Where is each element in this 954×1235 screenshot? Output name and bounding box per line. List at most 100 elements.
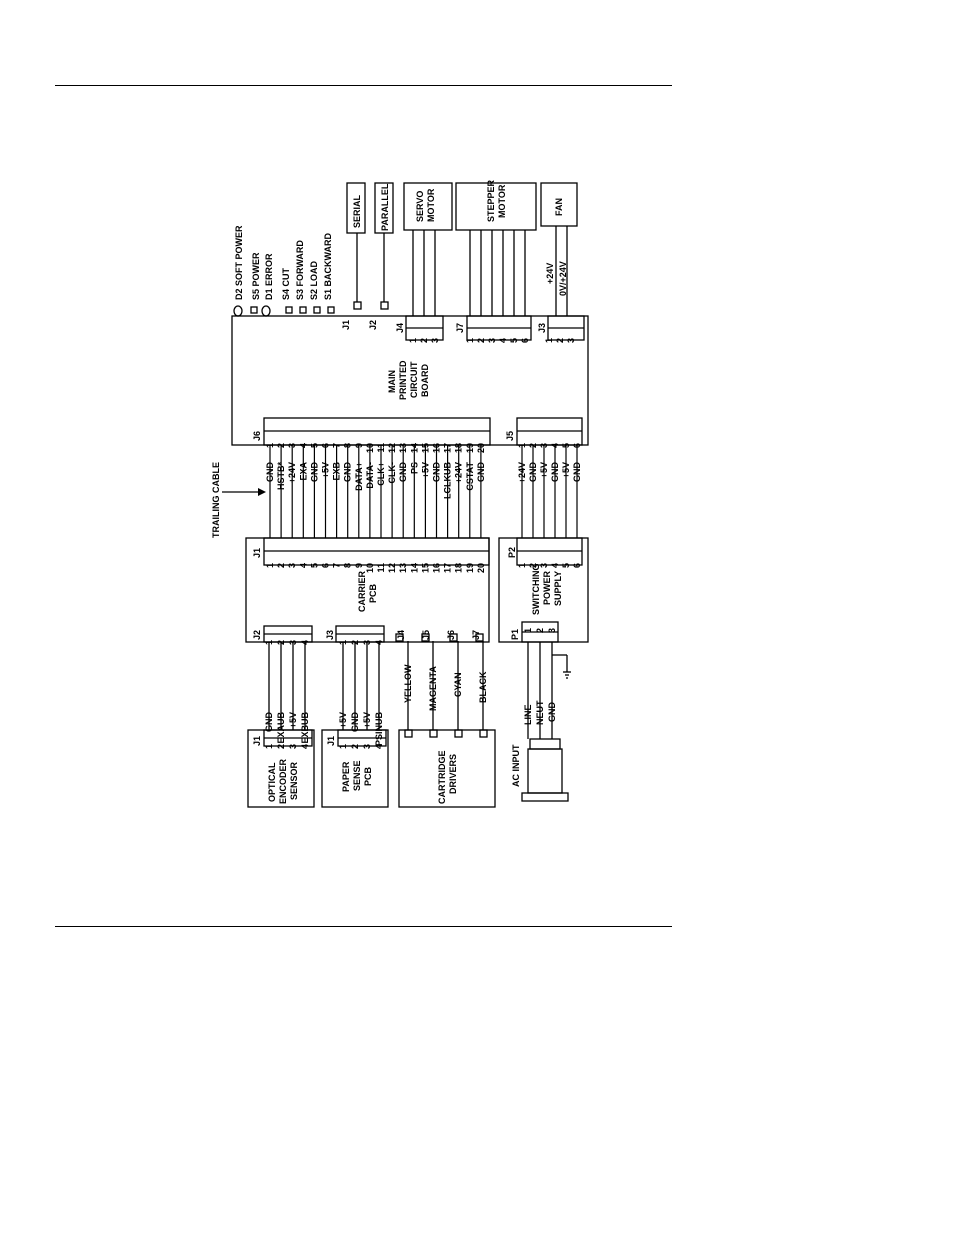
psu-p1-label: P1 bbox=[510, 629, 520, 640]
carrier-j1-pin-18: 18 bbox=[454, 563, 464, 573]
j6-signal-5: GND bbox=[309, 462, 319, 483]
fan-pin-0v: 0V/+24V bbox=[558, 261, 568, 296]
j6-signal-11: CLK+ bbox=[376, 462, 386, 486]
main-j6-pin-12: 12 bbox=[387, 443, 397, 453]
optical-signal-3: +5V bbox=[288, 712, 298, 728]
carrier-j1-pin-14: 14 bbox=[409, 563, 419, 573]
main-j4-pin-3: 3 bbox=[430, 338, 440, 343]
carrier-label-1: CARRIER bbox=[357, 570, 367, 612]
cartridge-magenta: MAGENTA bbox=[428, 666, 438, 711]
serial-label: SERIAL bbox=[352, 194, 362, 228]
carrier-j2-pin-2: 2 bbox=[276, 640, 286, 645]
main-j3-pin-3: 3 bbox=[566, 338, 576, 343]
indicator-s4: S4 CUT bbox=[281, 267, 291, 300]
carrier-j1-pin-3: 3 bbox=[287, 563, 297, 568]
paper-signal-4: PSINUB bbox=[374, 712, 384, 747]
main-j6-pin-8: 8 bbox=[343, 443, 353, 448]
optical-signal-1: GND bbox=[264, 712, 274, 733]
paper-j1-pin-4: 4 bbox=[374, 744, 384, 749]
carrier-j1-pin-2: 2 bbox=[276, 563, 286, 568]
stepper-label-1: STEPPER bbox=[486, 179, 496, 222]
cartridge-label-2: DRIVERS bbox=[448, 754, 458, 794]
optical-j1-pin-4: 4 bbox=[300, 744, 310, 749]
j5-signal-4: GND bbox=[550, 462, 560, 483]
indicator-s5: S5 POWER bbox=[251, 252, 261, 300]
carrier-j1-pin-15: 15 bbox=[420, 563, 430, 573]
j6-signal-2: HSTB* bbox=[276, 462, 286, 490]
main-j7-label: J7 bbox=[455, 323, 465, 333]
main-j3-pin-2: 2 bbox=[555, 338, 565, 343]
j6-wires bbox=[269, 445, 482, 538]
paper-signal-1: +5V bbox=[338, 712, 348, 728]
diagram-lines bbox=[222, 182, 589, 808]
indicator-s2: S2 LOAD bbox=[309, 260, 319, 300]
stepper-label-2: MOTOR bbox=[497, 184, 507, 218]
psu-label-3: SUPPLY bbox=[553, 571, 563, 606]
j5-signal-5: +5V bbox=[561, 462, 571, 478]
parallel-box bbox=[374, 182, 394, 234]
main-j5-pin-6: 6 bbox=[572, 443, 582, 448]
servo-motor-box bbox=[403, 182, 453, 231]
carrier-j3-pin-1: 1 bbox=[338, 640, 348, 645]
carrier-j2-pin-1: 1 bbox=[264, 640, 274, 645]
carrier-j1-pin-8: 8 bbox=[343, 563, 353, 568]
carrier-j5-label: J5 bbox=[421, 630, 431, 640]
main-j6-pin-10: 10 bbox=[365, 443, 375, 453]
main-j6-pin-5: 5 bbox=[309, 443, 319, 448]
psu-p2-pin-6: 6 bbox=[572, 563, 582, 568]
main-j6-pin-16: 16 bbox=[432, 443, 442, 453]
servo-label-1: SERVO bbox=[415, 191, 425, 222]
paper-label-2: SENSE bbox=[352, 760, 362, 791]
paper-j1-pin-3: 3 bbox=[362, 744, 372, 749]
psu-p2-pin-3: 3 bbox=[539, 563, 549, 568]
psu-label-1: SWITCHING bbox=[531, 564, 541, 616]
ac-input-connector bbox=[529, 738, 561, 750]
j5-wires bbox=[521, 445, 578, 538]
indicator-s1: S1 BACKWARD bbox=[323, 232, 333, 300]
psu-p2-label: P2 bbox=[507, 547, 517, 558]
main-j6-pin-1: 1 bbox=[265, 443, 275, 448]
j6-signal-12: CLK- bbox=[387, 462, 397, 484]
j6-signal-4: EXA bbox=[298, 462, 308, 481]
j6-signal-20: GND bbox=[476, 462, 486, 483]
main-j1-label: J1 bbox=[341, 320, 351, 330]
carrier-j1-pin-16: 16 bbox=[432, 563, 442, 573]
main-board-label-3: CIRCUIT bbox=[409, 361, 419, 398]
carrier-j1-pin-13: 13 bbox=[398, 563, 408, 573]
main-j6-label: J6 bbox=[252, 431, 262, 441]
carrier-j1-pin-1: 1 bbox=[265, 563, 275, 568]
fan-pin-24v: +24V bbox=[545, 263, 555, 284]
main-j5-pin-3: 3 bbox=[539, 443, 549, 448]
main-j6-pin-3: 3 bbox=[287, 443, 297, 448]
main-board-label-2: PRINTED bbox=[398, 360, 408, 400]
cartridge-yellow: YELLOW bbox=[403, 664, 413, 703]
main-j6-pin-18: 18 bbox=[454, 443, 464, 453]
main-j6-pin-19: 19 bbox=[465, 443, 475, 453]
j6-signal-9: DATA+ bbox=[354, 462, 364, 491]
carrier-j2-pin-4: 4 bbox=[300, 640, 310, 645]
optical-label-3: SENSOR bbox=[289, 761, 299, 800]
cartridge-cyan: CYAN bbox=[453, 672, 463, 697]
cartridge-label-1: CARTRIDGE bbox=[437, 751, 447, 805]
j5-signal-2: GND bbox=[528, 462, 538, 483]
main-j3-pin-1: 1 bbox=[544, 338, 554, 343]
paper-j1-pin-1: 1 bbox=[338, 744, 348, 749]
optical-j1-pin-1: 1 bbox=[264, 744, 274, 749]
j6-signal-13: GND bbox=[398, 462, 408, 483]
psu-p2-pin-5: 5 bbox=[561, 563, 571, 568]
carrier-j3-pin-2: 2 bbox=[350, 640, 360, 645]
paper-signal-2: GND bbox=[350, 712, 360, 733]
main-j6-pin-13: 13 bbox=[398, 443, 408, 453]
j5-signal-6: GND bbox=[572, 462, 582, 483]
main-j6-pin-6: 6 bbox=[321, 443, 331, 448]
carrier-j1-pin-5: 5 bbox=[309, 563, 319, 568]
pin-labels: 1122334455667788991010111112121313141415… bbox=[264, 338, 582, 749]
main-j6-pin-11: 11 bbox=[376, 443, 386, 453]
main-j7-pin-5: 5 bbox=[509, 338, 519, 343]
main-board-label-1: MAIN bbox=[387, 370, 397, 393]
optical-signal-2: EXAUB bbox=[276, 712, 286, 744]
carrier-j1-pin-12: 12 bbox=[387, 563, 397, 573]
carrier-j3-pin-3: 3 bbox=[362, 640, 372, 645]
psu-p2-pin-2: 2 bbox=[528, 563, 538, 568]
main-board-label-4: BOARD bbox=[420, 364, 430, 397]
